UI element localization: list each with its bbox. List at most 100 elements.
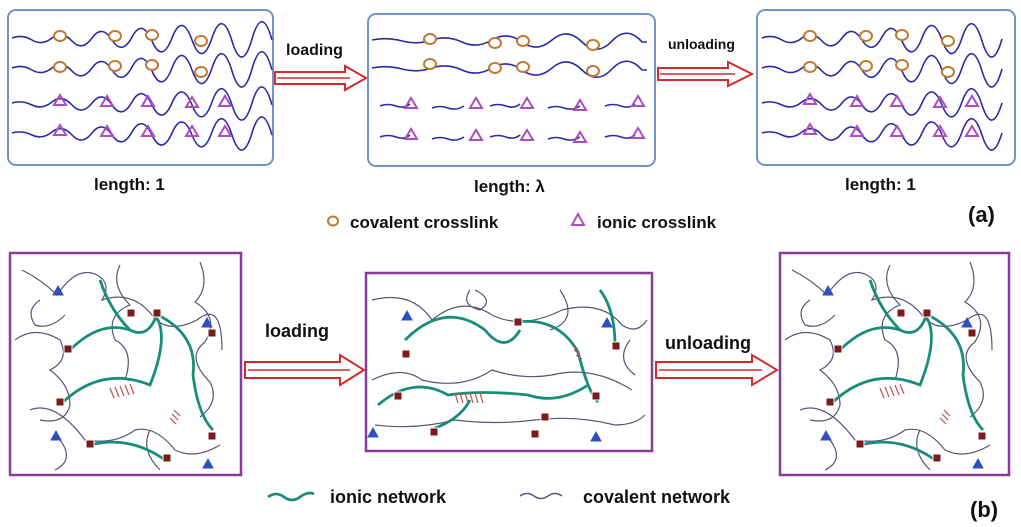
panel-b-unloading-arrow xyxy=(655,353,779,387)
hybrid-crosslink-node xyxy=(393,391,403,401)
ionic-network-chain xyxy=(377,383,589,407)
covalent-network-chain xyxy=(964,261,984,418)
ionic-crosslink-triangle xyxy=(52,284,64,296)
ionic-crosslink-triangle xyxy=(972,457,984,469)
ionic-crosslink-marker xyxy=(889,124,905,137)
covalent-crosslink-marker xyxy=(53,61,67,73)
chain-line xyxy=(371,32,647,51)
legend-covalent-marker xyxy=(327,215,339,227)
panel-b-left-box xyxy=(8,251,243,477)
panel-b-loading-arrow xyxy=(244,353,366,387)
ionic-crosslink-marker xyxy=(52,123,68,136)
ionic-network-chain xyxy=(868,279,901,331)
ionic-network-chain xyxy=(404,315,522,344)
ionic-crosslink-marker xyxy=(572,130,588,143)
ionic-crosslink-marker xyxy=(630,94,646,107)
covalent-crosslink-marker xyxy=(586,65,600,77)
hybrid-crosslink-node xyxy=(85,439,95,449)
ionic-crosslink-marker xyxy=(468,128,484,141)
panel-b-right-box xyxy=(778,251,1011,477)
ionic-crosslink-marker xyxy=(184,95,200,108)
chain-line xyxy=(11,116,273,151)
panel-a-right-chains xyxy=(761,22,1003,151)
covalent-crosslink-marker xyxy=(586,39,600,51)
covalent-crosslink-marker xyxy=(145,29,159,41)
covalent-network-chain xyxy=(800,299,836,327)
covalent-crosslink-marker xyxy=(423,58,437,70)
chain-line xyxy=(489,103,521,108)
hybrid-crosslink-node xyxy=(207,328,217,338)
hybrid-crosslink-node xyxy=(922,308,932,318)
ionic-crosslink-triangle xyxy=(601,316,613,328)
ionic-network-chain xyxy=(157,313,215,431)
ionic-crosslink-marker xyxy=(802,122,818,135)
hybrid-crosslink-node xyxy=(932,453,942,463)
left-length-label: length: 1 xyxy=(94,175,165,194)
covalent-network-chain xyxy=(466,289,487,311)
ionic-crosslink-triangle xyxy=(367,426,379,438)
ionic-network-chain xyxy=(59,314,163,406)
ionic-crosslink-marker xyxy=(964,124,980,137)
chain-line xyxy=(11,86,273,121)
hybrid-crosslink-node xyxy=(152,308,162,318)
hybrid-crosslink-hatch xyxy=(169,409,181,425)
covalent-crosslink-marker xyxy=(488,62,502,74)
ionic-crosslink-marker xyxy=(572,98,588,111)
panel-b-middle-box xyxy=(364,271,654,453)
chain-line xyxy=(761,87,1003,121)
chain-line xyxy=(761,117,1003,151)
panel-a-right-box xyxy=(756,9,1016,166)
ionic-crosslink-marker xyxy=(403,127,419,140)
ionic-crosslink-marker xyxy=(519,96,535,109)
hybrid-crosslink-hatch xyxy=(109,383,135,399)
hybrid-crosslink-node xyxy=(126,308,136,318)
right-length-label: length: 1 xyxy=(845,175,916,194)
panel-b-right-network xyxy=(784,261,993,471)
panel-b: loading unloading ionic network covalent… xyxy=(8,251,1011,522)
panel-a-left-ionic xyxy=(52,93,233,137)
ionic-crosslink-marker xyxy=(849,94,865,107)
hybrid-crosslink-node xyxy=(591,391,601,401)
covalent-network-chain xyxy=(14,331,71,422)
ionic-crosslink-triangle xyxy=(50,429,62,441)
panel-a-right-ionic xyxy=(802,92,980,137)
covalent-crosslink-marker xyxy=(516,35,530,47)
hybrid-crosslink-node xyxy=(63,344,73,354)
ionic-network-chain xyxy=(859,440,936,462)
legend-covalent-network-label: covalent network xyxy=(583,487,731,507)
ionic-crosslink-marker xyxy=(889,94,905,107)
covalent-network-chain xyxy=(30,299,66,327)
panel-a-label: (a) xyxy=(968,202,995,227)
ionic-crosslink-triangle xyxy=(590,430,602,442)
panel-a-middle-covalent xyxy=(423,33,600,77)
ionic-network-chain xyxy=(829,314,933,406)
hybrid-crosslink-node xyxy=(825,397,835,407)
covalent-crosslink-marker xyxy=(941,66,955,78)
ionic-crosslink-marker xyxy=(964,94,980,107)
covalent-network-chain xyxy=(623,339,636,376)
ionic-crosslink-marker xyxy=(217,124,233,137)
panel-b-unloading-label: unloading xyxy=(665,333,751,353)
panel-a-unloading-label: unloading xyxy=(668,36,735,52)
panel-a: loading unloading length: 1 length: λ le… xyxy=(7,9,1016,232)
ionic-crosslink-marker xyxy=(802,92,818,105)
ionic-crosslink-marker xyxy=(99,124,115,137)
chain-line xyxy=(489,134,521,139)
covalent-crosslink-marker xyxy=(859,30,873,42)
chain-line xyxy=(761,52,1003,88)
panel-b-middle-network xyxy=(367,289,648,442)
covalent-network-chain xyxy=(194,261,214,418)
ionic-network-chain xyxy=(89,440,166,462)
legend-covalent-label: covalent crosslink xyxy=(350,213,499,232)
hybrid-crosslink-node xyxy=(513,317,523,327)
ionic-network-chain xyxy=(927,313,985,431)
ionic-crosslink-triangle xyxy=(201,316,213,328)
legend-ionic-network-swatch xyxy=(267,491,315,502)
ionic-network-chain xyxy=(98,279,131,331)
covalent-network-chain xyxy=(54,439,67,471)
ionic-crosslink-marker xyxy=(630,126,646,139)
ionic-crosslink-marker xyxy=(932,95,948,108)
covalent-crosslink-marker xyxy=(488,37,502,49)
covalent-crosslink-marker xyxy=(803,61,817,73)
covalent-crosslink-marker xyxy=(516,61,530,73)
